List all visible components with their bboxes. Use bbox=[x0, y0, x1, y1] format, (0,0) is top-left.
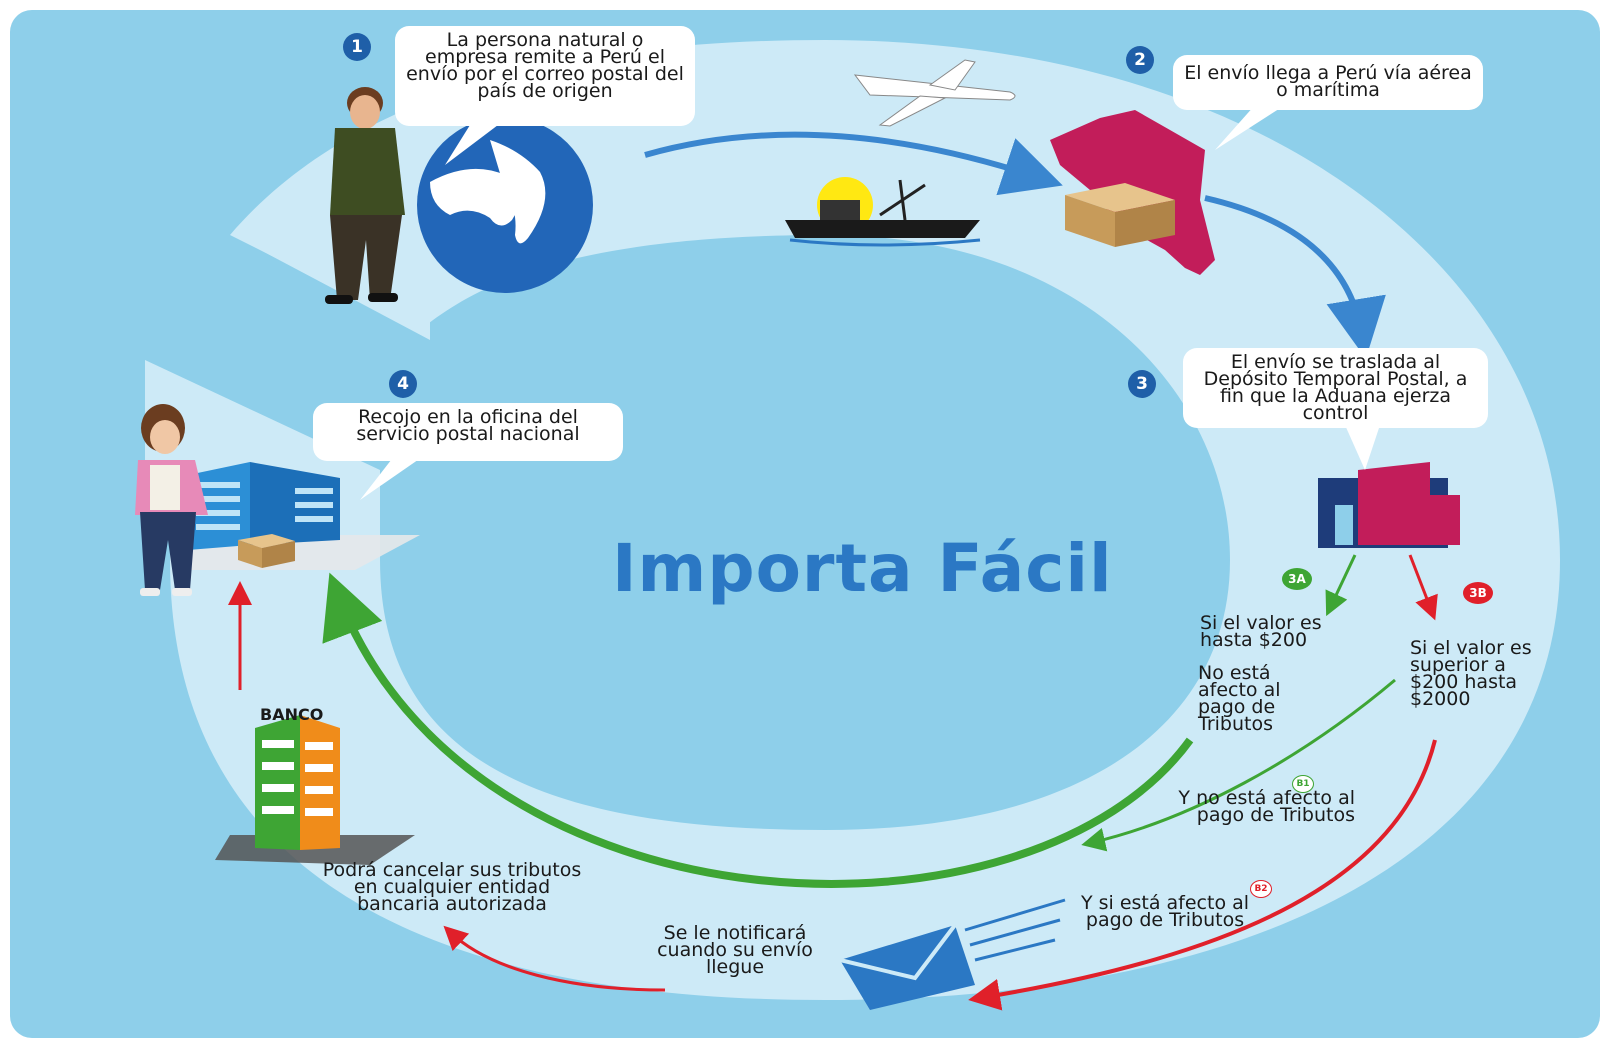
diagram-title: Importa Fácil bbox=[612, 530, 1113, 607]
branch-3a-condition: Si el valor es hasta $200 bbox=[1200, 612, 1322, 651]
arrow-green-large bbox=[322, 572, 1194, 888]
step-1-bubble: La persona natural o empresa remite a Pe… bbox=[395, 26, 695, 126]
bank-label: BANCO bbox=[260, 705, 324, 724]
tag-b1: B1 bbox=[1292, 775, 1314, 793]
notify-text: Se le notificará cuando su envío llegue bbox=[657, 922, 813, 978]
woman-icon bbox=[135, 404, 208, 596]
branch-3a-result: No está afecto al pago de Tributos bbox=[1198, 662, 1281, 735]
branch-3b-condition: Si el valor es superior a $200 hasta $20… bbox=[1410, 637, 1532, 710]
airplane-icon bbox=[853, 59, 1016, 127]
arrow-to-bank-text bbox=[443, 925, 666, 992]
step-2-bubble: El envío llega a Perú vía aérea o maríti… bbox=[1173, 55, 1483, 110]
arrow-b1 bbox=[1081, 678, 1396, 852]
arrow-to-deposit bbox=[1204, 195, 1386, 359]
bank-building-icon bbox=[215, 715, 415, 865]
arrow-to-peru bbox=[644, 131, 1063, 196]
bubble-tail-3 bbox=[1345, 425, 1380, 470]
globe-icon bbox=[417, 117, 593, 293]
arrow-3a bbox=[1325, 554, 1357, 617]
step-3-bubble: El envío se traslada al Depósito Tempora… bbox=[1183, 348, 1488, 428]
step-4-bubble: Recojo en la oficina del servicio postal… bbox=[313, 403, 623, 461]
man-icon bbox=[325, 87, 405, 304]
step-2-badge: 2 bbox=[1126, 46, 1154, 74]
package-box-icon bbox=[1065, 183, 1175, 247]
branch-b1-text: Y no está afecto al pago de Tributos bbox=[1178, 787, 1355, 826]
step-1-badge: 1 bbox=[343, 33, 371, 61]
office-building-icon bbox=[185, 462, 420, 570]
arrow-3b bbox=[1408, 554, 1438, 621]
ship-icon bbox=[785, 177, 981, 247]
branch-b2-text: Y si está afecto al pago de Tributos bbox=[1080, 892, 1250, 931]
deposit-building-icon bbox=[1318, 462, 1460, 548]
bubble-tail-2 bbox=[1215, 105, 1285, 150]
tag-3b: 3B bbox=[1463, 582, 1493, 604]
arrow-b2 bbox=[968, 739, 1437, 1011]
step-4-badge: 4 bbox=[389, 370, 417, 398]
bubble-tail-4 bbox=[360, 455, 425, 500]
tag-3a: 3A bbox=[1282, 568, 1312, 590]
bank-text: Podrá cancelar sus tributos en cualquier… bbox=[322, 859, 582, 915]
envelope-icon bbox=[839, 898, 1066, 1010]
tag-b2: B2 bbox=[1250, 880, 1272, 898]
bubble-tail-1 bbox=[445, 125, 498, 165]
step-3-badge: 3 bbox=[1128, 370, 1156, 398]
